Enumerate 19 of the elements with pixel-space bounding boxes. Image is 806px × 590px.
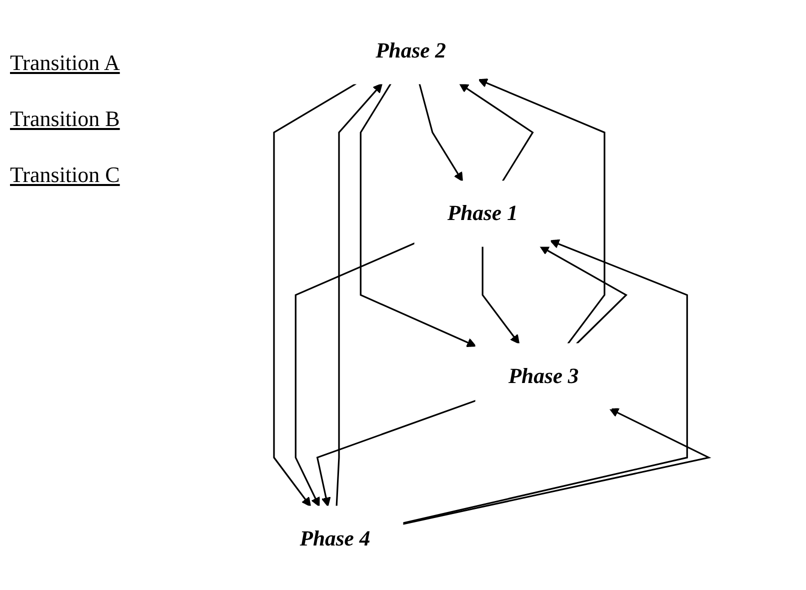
transition-label: Transition A bbox=[10, 50, 121, 76]
node-text: Phase 3 bbox=[508, 364, 579, 388]
arrow bbox=[402, 239, 688, 524]
arrow bbox=[273, 83, 356, 507]
node-text: Phase 4 bbox=[300, 526, 370, 551]
arrow bbox=[360, 83, 476, 348]
arrow bbox=[402, 408, 712, 525]
node-text: Phase 2 bbox=[376, 39, 446, 64]
arrow bbox=[294, 242, 416, 507]
arrow bbox=[336, 83, 382, 506]
transition-label: Transition C bbox=[10, 162, 121, 188]
arrow bbox=[482, 246, 520, 344]
arrow bbox=[459, 83, 534, 182]
arrow bbox=[316, 400, 476, 507]
arrow bbox=[418, 83, 463, 182]
arrow bbox=[478, 78, 606, 344]
transition-label: Transition B bbox=[10, 106, 121, 132]
arrow bbox=[540, 246, 628, 344]
node-text: Phase 1 bbox=[447, 202, 518, 226]
